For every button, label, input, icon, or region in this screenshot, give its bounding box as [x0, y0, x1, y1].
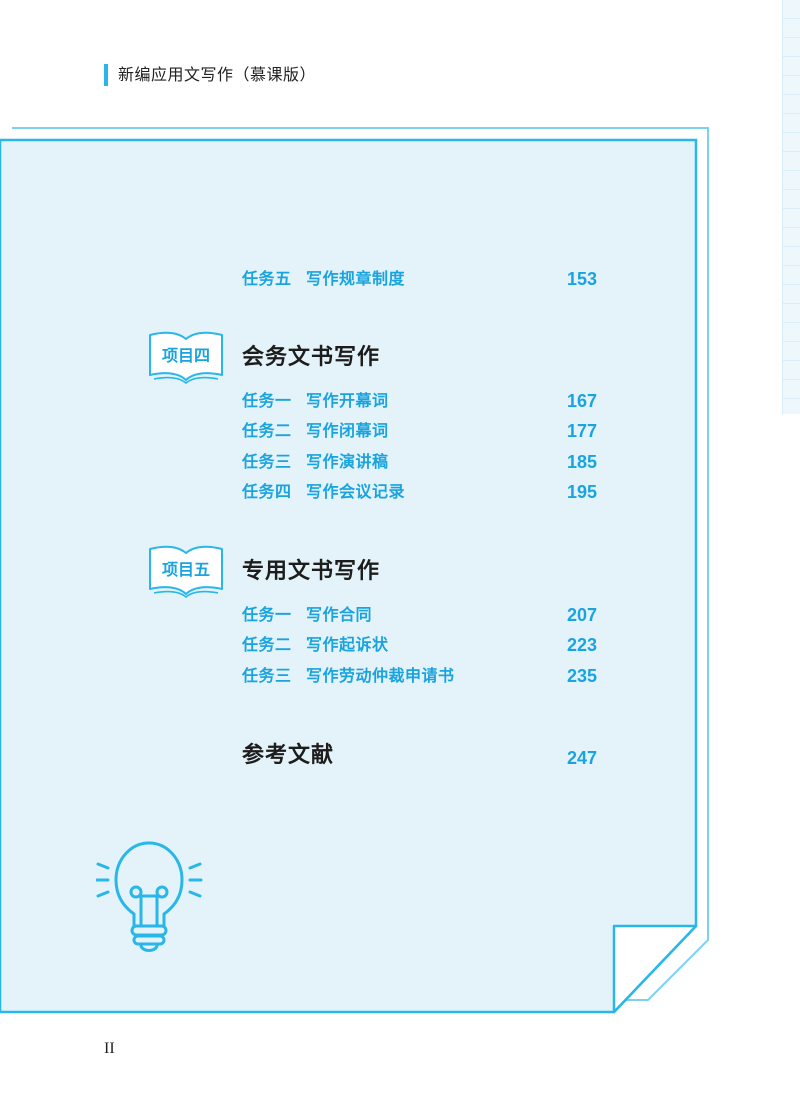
book-title: 新编应用文写作（慕课版）: [118, 65, 317, 84]
task-number: 任务二: [242, 421, 292, 440]
task-number: 任务一: [242, 605, 292, 624]
toc-entry-title[interactable]: 任务二写作闭幕词: [242, 420, 389, 442]
task-number: 任务一: [242, 391, 292, 410]
toc-entry-page: 167: [566, 391, 597, 411]
toc-entry-page: 195: [566, 482, 597, 502]
task-title: 写作起诉状: [306, 635, 389, 654]
lightbulb-icon: [96, 841, 203, 952]
project-title[interactable]: 会务文书写作: [242, 344, 381, 370]
project-number: 项目五: [161, 560, 210, 579]
header-accent-bar: [104, 64, 108, 86]
task-number: 任务五: [242, 269, 292, 288]
toc-entry-page: 177: [566, 421, 597, 441]
project-number: 项目四: [161, 346, 210, 365]
task-title: 写作闭幕词: [306, 421, 389, 440]
references-page: 247: [566, 748, 597, 768]
project-badge: 项目四: [148, 330, 224, 384]
toc-entry-page: 235: [566, 666, 597, 686]
toc-entry-title[interactable]: 任务五写作规章制度: [242, 268, 405, 290]
project-title[interactable]: 专用文书写作: [242, 558, 381, 584]
toc-entry-page: 223: [566, 635, 597, 655]
toc-entry-title[interactable]: 任务三写作劳动仲裁申请书: [242, 665, 455, 687]
task-number: 任务四: [242, 482, 292, 501]
task-title: 写作演讲稿: [306, 452, 389, 471]
toc-entry-title[interactable]: 任务一写作合同: [242, 604, 372, 626]
toc-entry-page: 185: [566, 452, 597, 472]
task-number: 任务二: [242, 635, 292, 654]
open-book-icon: [149, 545, 223, 598]
toc-entry-title[interactable]: 任务四写作会议记录: [242, 481, 405, 503]
toc-entry-title[interactable]: 任务二写作起诉状: [242, 634, 389, 656]
project-badge: 项目五: [148, 544, 224, 598]
toc-entry-title[interactable]: 任务一写作开幕词: [242, 390, 389, 412]
task-title: 写作劳动仲裁申请书: [306, 666, 455, 685]
toc-entry-page: 153: [566, 269, 597, 289]
references-title[interactable]: 参考文献: [242, 742, 335, 768]
task-title: 写作开幕词: [306, 391, 389, 410]
task-title: 写作会议记录: [306, 482, 406, 501]
open-book-icon: [149, 331, 223, 384]
toc-entry-page: 207: [566, 605, 597, 625]
toc-entry-title[interactable]: 任务三写作演讲稿: [242, 451, 389, 473]
page-edge-tab-strip: [782, 0, 800, 414]
task-number: 任务三: [242, 666, 292, 685]
page-number: II: [104, 1040, 115, 1057]
task-number: 任务三: [242, 452, 292, 471]
task-title: 写作规章制度: [306, 269, 406, 288]
task-title: 写作合同: [306, 605, 373, 624]
